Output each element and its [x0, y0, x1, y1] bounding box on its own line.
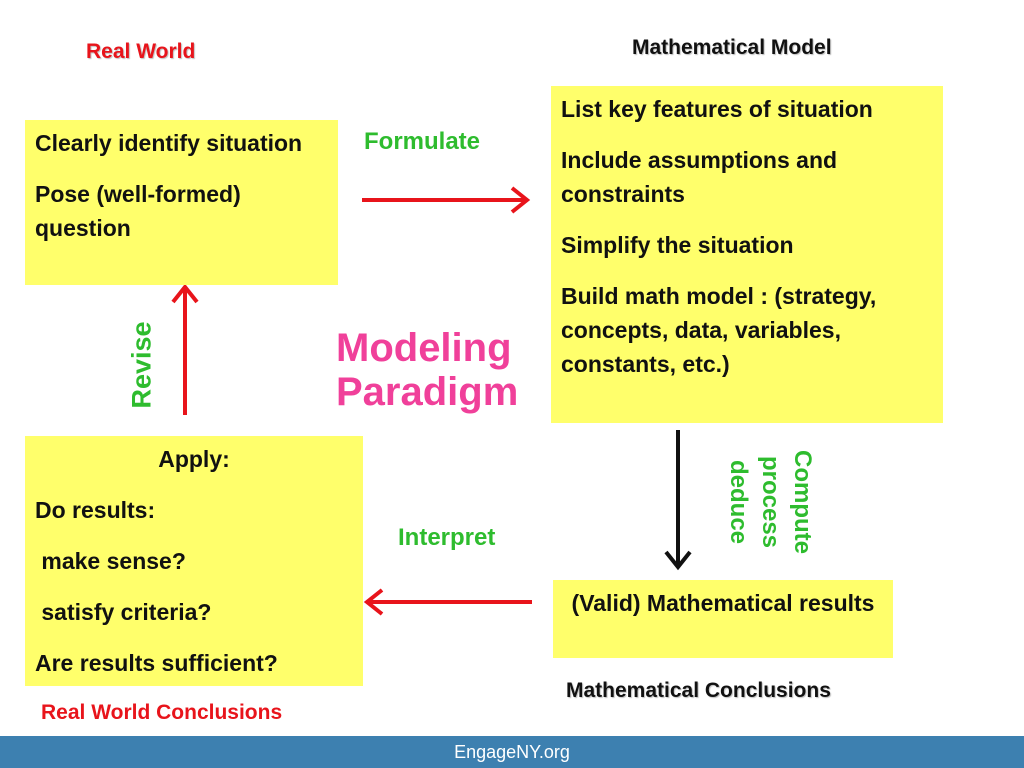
interpret-label: Interpret: [398, 524, 496, 551]
features-line-3: Simplify the situation: [561, 232, 794, 258]
mathematical-conclusions-label: Mathematical Conclusions: [566, 679, 831, 702]
identify-situation-box: Clearly identify situation Pose (well-fo…: [25, 120, 338, 285]
paradigm-line-1: Modeling: [336, 326, 512, 370]
engageny-link[interactable]: EngageNY.org: [454, 742, 570, 762]
apply-box: Apply: Do results: make sense? satisfy c…: [25, 436, 363, 686]
footer-bar: [0, 736, 1024, 768]
features-line-2: Include assumptions and constraints: [561, 147, 838, 207]
compute-line-3: deduce: [725, 459, 752, 545]
compute-line-1: Compute: [789, 450, 816, 554]
real-world-conclusions-label: Real World Conclusions: [41, 701, 283, 724]
results-text: (Valid) Mathematical results: [571, 590, 875, 616]
formulate-label: Formulate: [364, 128, 481, 155]
interpret-arrow: [363, 588, 532, 616]
features-line-1: List key features of situation: [561, 96, 873, 122]
features-line-4: Build math model : (strategy, concepts, …: [561, 283, 877, 377]
compute-label: Compute process deduce: [722, 447, 818, 557]
compute-line-2: process: [757, 455, 784, 549]
key-features-box: List key features of situation Include a…: [551, 86, 943, 423]
valid-results-box: (Valid) Mathematical results: [553, 580, 893, 658]
apply-line-1: Do results:: [35, 497, 156, 523]
formulate-arrow: [362, 186, 531, 214]
apply-line-4: Are results sufficient?: [35, 650, 278, 676]
apply-title: Apply:: [158, 446, 230, 472]
revise-arrow: [171, 283, 199, 415]
revise-label: Revise: [126, 321, 157, 409]
compute-arrow: [664, 430, 692, 571]
real-world-header: Real World: [86, 40, 196, 63]
modeling-paradigm-title: Modeling Paradigm: [336, 326, 518, 414]
mathematical-model-header: Mathematical Model: [632, 36, 832, 59]
identify-line-1: Clearly identify situation: [35, 130, 303, 156]
paradigm-line-2: Paradigm: [336, 370, 519, 414]
identify-line-2: Pose (well-formed) question: [35, 181, 241, 241]
apply-line-3: satisfy criteria?: [35, 599, 212, 625]
apply-line-2: make sense?: [35, 548, 186, 574]
